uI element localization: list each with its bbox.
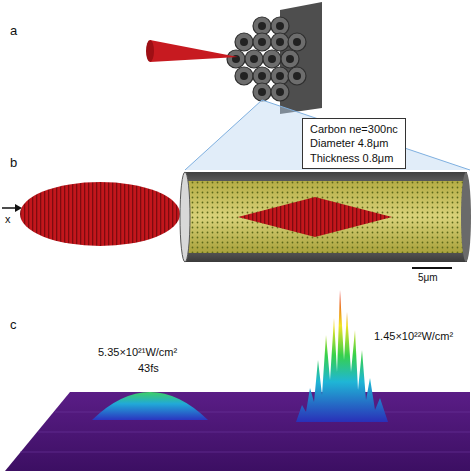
tube-end [461,172,471,262]
tube-interior [185,181,463,253]
tube-opening [180,172,190,262]
zoom-cone [185,100,470,170]
tube-wall [185,172,467,262]
tube-bundle [227,17,306,101]
parameter-text: Carbon ne=300nc [310,122,398,136]
panel-letter: b [10,156,17,171]
intensity-plane [5,392,470,471]
tube-openings [232,22,301,96]
laser-pulse [20,182,180,246]
plane-grid [20,412,470,452]
axis-arrow [2,207,17,209]
scale-label: 5μm [418,272,438,284]
axis-label: x [5,213,11,226]
duration-label: 43fs [138,362,159,375]
parameter-text: Diameter 4.8μm [310,136,398,150]
field-in-tube [238,197,392,237]
zoom-line [185,100,262,170]
scale-bar [412,267,452,269]
pulse-intensity-dome [92,392,208,420]
parameter-box: Carbon ne=300ncDiameter 4.8μmThickness 0… [302,118,406,169]
panel-letter: c [10,318,17,333]
laser-cone [150,40,238,62]
panel-letter: a [10,24,17,39]
parameter-text: Thickness 0.8μm [310,151,398,165]
pulse-intensity-peak [296,290,388,422]
zoom-line [262,100,470,170]
intensity-label: 1.45×10²²W/cm² [374,330,453,343]
electrons [185,181,463,253]
intensity-label: 5.35×10²¹W/cm² [98,346,177,359]
laser-base [146,40,154,62]
